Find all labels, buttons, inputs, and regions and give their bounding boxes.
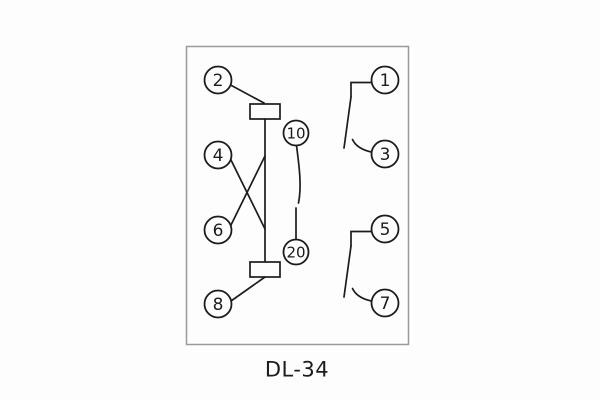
contact-blade-5-7 <box>343 245 352 298</box>
terminal-7-circle <box>370 288 400 318</box>
terminal-10: 10 <box>282 119 310 147</box>
terminal-6-label: 6 <box>213 221 224 241</box>
terminal-1-label: 1 <box>380 71 391 91</box>
terminal-6-circle <box>203 215 233 245</box>
wire-terminal2-to-coil <box>229 84 265 104</box>
contact-blade-10 <box>295 144 301 204</box>
terminal-8: 8 <box>203 289 233 319</box>
terminal-5-circle <box>370 214 400 244</box>
wire-terminal6-cross <box>229 155 266 227</box>
relay-case-outline <box>185 45 410 346</box>
wire-terminal5-lead <box>350 230 373 247</box>
terminal-4-circle <box>203 140 233 170</box>
terminal-3: 3 <box>370 139 400 169</box>
terminal-4: 4 <box>203 140 233 170</box>
contact-blade-1-3 <box>343 96 352 149</box>
wire-coil-to-terminal8 <box>230 276 266 302</box>
terminal-1-circle <box>370 65 400 95</box>
terminal-1: 1 <box>370 65 400 95</box>
terminal-7-label: 7 <box>380 294 391 314</box>
terminal-20-label: 20 <box>286 243 305 261</box>
terminal-2-label: 2 <box>213 71 224 91</box>
terminal-20-circle <box>282 238 310 266</box>
terminal-5: 5 <box>370 214 400 244</box>
terminal-4-label: 4 <box>213 146 224 166</box>
terminal-3-circle <box>370 139 400 169</box>
coil-top <box>249 103 281 120</box>
wire-terminal4-cross <box>229 158 266 230</box>
wire-terminal1-lead <box>350 81 373 98</box>
terminal-6: 6 <box>203 215 233 245</box>
terminal-2-circle <box>203 65 233 95</box>
terminal-2: 2 <box>203 65 233 95</box>
contact-hook-7 <box>351 287 373 302</box>
terminal-10-circle <box>282 119 310 147</box>
coil-bottom <box>249 261 281 278</box>
contact-hook-3 <box>351 138 373 153</box>
diagram-title: DL-34 <box>265 358 329 382</box>
terminal-20: 20 <box>282 238 310 266</box>
terminal-8-label: 8 <box>213 295 224 315</box>
terminal-7: 7 <box>370 288 400 318</box>
terminal-10-label: 10 <box>286 124 305 142</box>
terminal-8-circle <box>203 289 233 319</box>
terminal-3-label: 3 <box>380 145 391 165</box>
terminal-5-label: 5 <box>380 220 391 240</box>
